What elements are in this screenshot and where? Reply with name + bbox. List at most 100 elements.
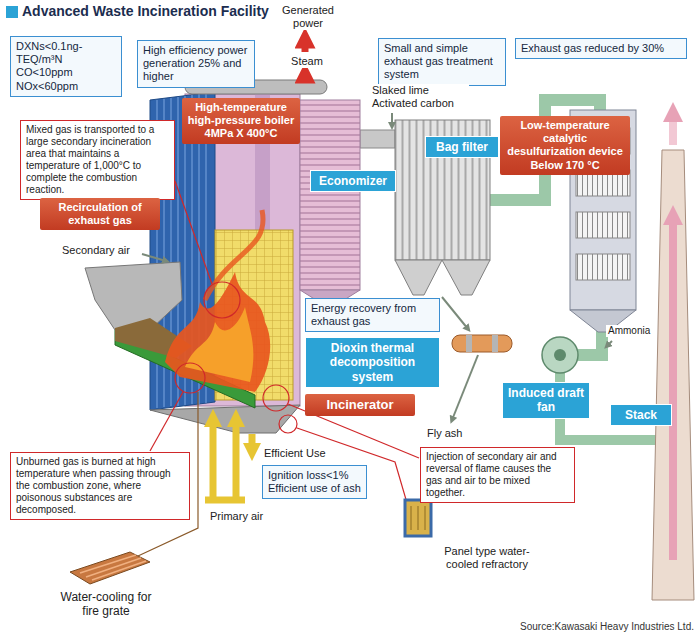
bag-filter	[395, 260, 442, 295]
node-text: Injection of secondary air and reversal …	[426, 451, 569, 499]
water-cooled-grate-icon	[70, 552, 150, 584]
spec-box: Exhaust gas reduced by 30%	[515, 38, 687, 59]
node-text: High efficiency power generation 25% and…	[143, 44, 249, 84]
pipes	[360, 130, 395, 148]
induced-draft-fan	[554, 349, 566, 361]
node-text: Small and simple exhaust gas treatment s…	[384, 42, 500, 82]
node-text: Ignition loss<1% Efficient use of ash	[268, 469, 361, 495]
component-tag: High-temperature high-pressure boiler 4M…	[182, 98, 300, 144]
boiler-tower	[215, 230, 293, 400]
spec-box: High efficiency power generation 25% and…	[137, 40, 255, 88]
flow-label: Fly ash	[425, 427, 464, 440]
boiler-tower	[150, 405, 300, 433]
water-cooled-grate-icon	[70, 552, 150, 584]
stack	[669, 215, 677, 560]
flame	[185, 307, 253, 382]
flow-arrows	[142, 254, 166, 261]
node-text: Stack	[616, 408, 666, 422]
node-text: DXNs<0.1ng-TEQ/m³N CO<10ppm NOx<60ppm	[16, 40, 116, 93]
flow-arrows	[452, 355, 478, 420]
node-text: Incinerator	[310, 397, 410, 413]
panel-refractory-icon	[405, 500, 431, 536]
leader-line	[175, 181, 212, 284]
flow-arrows	[302, 38, 309, 52]
flow-arrows	[607, 341, 612, 346]
leader-line	[175, 363, 205, 393]
water-cooled-grate-icon	[92, 561, 146, 580]
boiler-tower	[177, 97, 178, 406]
water-cooled-grate-icon	[80, 555, 146, 580]
flow-label: Ammonia	[606, 325, 652, 337]
induced-draft-fan	[542, 337, 578, 373]
boiler-tower	[150, 80, 327, 433]
title-icon	[6, 6, 18, 18]
dioxin-decomposition-unit	[452, 335, 512, 352]
panel-refractory-icon	[425, 506, 426, 530]
flow-label: Primary air	[208, 510, 265, 523]
spec-box: DXNs<0.1ng-TEQ/m³N CO<10ppm NOx<60ppm	[10, 36, 122, 97]
waste-hopper	[85, 262, 182, 330]
flow-arrows	[233, 418, 240, 500]
node-text: High-temperature high-pressure boiler 4M…	[187, 101, 295, 141]
panel-refractory-icon	[418, 506, 419, 530]
component-tag: Recirculation of exhaust gas	[40, 198, 160, 230]
dioxin-decomposition-unit	[452, 335, 512, 352]
component-tag: Stack	[610, 404, 672, 426]
water-cooled-grate-icon	[86, 558, 141, 577]
component-tag: Induced draft fan	[502, 382, 590, 419]
callout-note: Unburned gas is burned at high temperatu…	[10, 452, 190, 520]
flow-label: Slaked lime Activated carbon	[370, 84, 469, 110]
component-tag: Low-temperature catalytic desulfurizatio…	[500, 116, 630, 175]
component-tag: Dioxin thermal decomposition system	[305, 337, 440, 388]
flow-arrows	[302, 73, 309, 80]
water-cooled-grate-icon	[80, 555, 136, 573]
pipes	[578, 330, 602, 355]
flow-arrows	[391, 113, 393, 126]
node-text: Mixed gas is transported to a large seco…	[26, 124, 169, 196]
boiler-tower	[300, 100, 308, 130]
waste-hopper	[85, 262, 182, 330]
callout-note: Mixed gas is transported to a large seco…	[20, 120, 175, 200]
panel-refractory-icon	[405, 500, 431, 536]
flow-label: Steam	[283, 55, 331, 68]
flow-label: Efficient Use	[262, 447, 328, 460]
callout-note: Injection of secondary air and reversal …	[420, 447, 575, 503]
node-text: Exhaust gas reduced by 30%	[521, 42, 681, 55]
part-label: Water-cooling for fire grate	[56, 590, 156, 619]
spec-box: Small and simple exhaust gas treatment s…	[378, 38, 506, 86]
leader-line	[263, 385, 289, 411]
node-text: Dioxin thermal decomposition system	[311, 341, 434, 384]
source-caption: Source:Kawasaki Heavy Industries Ltd.	[520, 621, 694, 632]
flame	[205, 210, 263, 300]
spec-box: Ignition loss<1% Efficient use of ash	[262, 465, 367, 499]
part-label: Panel type water-cooled refractory	[440, 545, 534, 571]
dioxin-decomposition-unit	[492, 335, 498, 352]
flow-label: Secondary air	[60, 244, 132, 257]
node-text: Energy recovery from exhaust gas	[311, 302, 434, 328]
stack	[652, 112, 694, 600]
flow-arrows	[142, 38, 612, 500]
node-text: Unburned gas is burned at high temperatu…	[16, 456, 184, 516]
desulfurization-tower	[576, 212, 630, 238]
flame	[165, 272, 270, 392]
bag-filter	[442, 260, 490, 295]
fire-grate	[115, 330, 255, 408]
leader-line	[204, 282, 240, 318]
node-text: Economizer	[316, 174, 390, 188]
component-tag: Incinerator	[305, 394, 415, 416]
flame	[165, 210, 270, 392]
panel-refractory-icon	[411, 506, 412, 530]
node-text: Recirculation of exhaust gas	[45, 201, 155, 227]
node-text: Induced draft fan	[508, 386, 584, 415]
flow-arrows	[210, 418, 217, 500]
flow-arrows	[249, 434, 256, 452]
pipes	[360, 100, 656, 440]
leader-line	[150, 392, 183, 451]
output-label: Generated power	[275, 4, 341, 30]
fire-grate	[115, 318, 192, 358]
node-text: Bag filter	[431, 140, 493, 154]
stack	[652, 150, 694, 600]
leader-line	[279, 415, 297, 433]
induced-draft-fan	[542, 337, 578, 373]
diagram-title: Advanced Waste Incineration Facility	[22, 3, 269, 19]
